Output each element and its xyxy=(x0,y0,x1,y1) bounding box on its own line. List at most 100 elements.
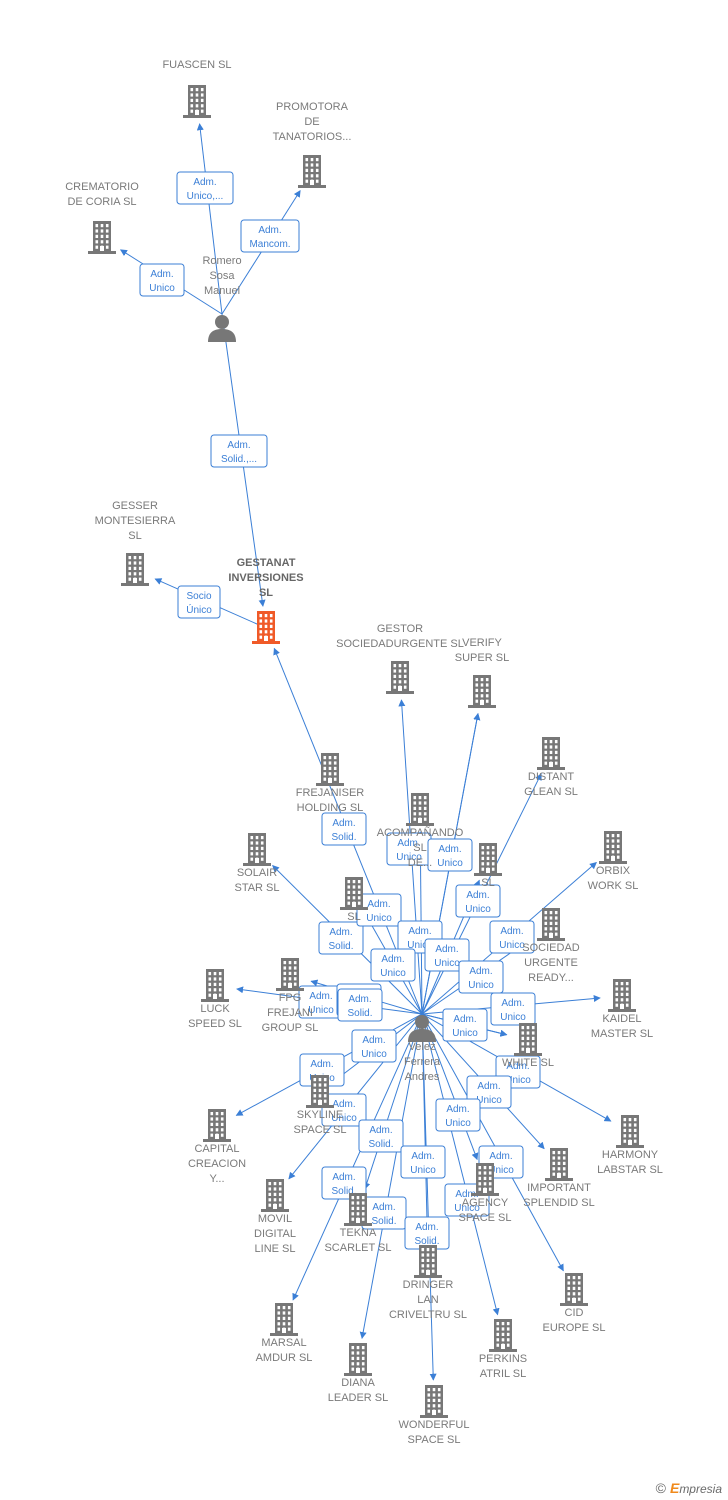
node-label[interactable]: SKYLINE xyxy=(297,1109,343,1121)
node-label[interactable]: GESTANAT xyxy=(237,557,296,569)
node-label[interactable]: SUPER SL xyxy=(455,652,509,664)
node-label[interactable]: TANATORIOS... xyxy=(273,131,352,143)
role-label-box[interactable]: Adm.Unico xyxy=(424,938,470,972)
role-label-box[interactable]: Adm.Unico xyxy=(427,838,473,872)
node-label[interactable]: DIANA xyxy=(341,1377,375,1389)
node-label[interactable]: SCARLET SL xyxy=(324,1242,391,1254)
node-capital[interactable]: CAPITALCREACIONY... xyxy=(188,1109,246,1185)
building-icon[interactable] xyxy=(537,908,565,941)
node-label[interactable]: SOLAIR xyxy=(237,867,277,879)
node-label[interactable]: CREACION xyxy=(188,1158,246,1170)
building-icon[interactable] xyxy=(252,611,280,644)
node-sociedad_urgente[interactable]: SOCIEDADURGENTEREADY... xyxy=(522,908,580,984)
building-icon[interactable] xyxy=(599,831,627,864)
node-promotora[interactable]: PROMOTORADETANATORIOS... xyxy=(273,101,352,188)
building-icon[interactable] xyxy=(344,1193,372,1226)
node-label[interactable]: DIGITAL xyxy=(254,1228,296,1240)
node-label[interactable]: Ferrera xyxy=(404,1056,441,1068)
building-icon[interactable] xyxy=(471,1163,499,1196)
building-icon[interactable] xyxy=(316,753,344,786)
node-label[interactable]: HOLDING SL xyxy=(297,802,364,814)
building-icon[interactable] xyxy=(616,1115,644,1148)
node-label[interactable]: DE CORIA SL xyxy=(67,196,136,208)
node-label[interactable]: MOVIL xyxy=(258,1213,292,1225)
node-hidden2[interactable]: SL xyxy=(340,877,368,923)
node-label[interactable]: SL xyxy=(481,877,494,889)
node-label[interactable]: VERIFY xyxy=(462,637,502,649)
node-label[interactable]: WHITE SL xyxy=(502,1057,554,1069)
node-label[interactable]: GLEAN SL xyxy=(524,786,578,798)
node-label[interactable]: IMPORTANT xyxy=(527,1182,591,1194)
role-label-box[interactable]: Adm.Solid. xyxy=(404,1216,450,1250)
role-label-box[interactable]: Adm.Unico xyxy=(489,920,535,954)
building-icon[interactable] xyxy=(340,877,368,910)
role-label-box[interactable]: Adm.Unico xyxy=(455,884,501,918)
role-label-box[interactable]: Adm.Unico xyxy=(386,832,432,866)
role-label-box[interactable]: Adm.Unico xyxy=(351,1029,397,1063)
node-label[interactable]: SPACE SL xyxy=(459,1212,512,1224)
node-label[interactable]: WONDERFUL xyxy=(399,1419,470,1431)
node-label[interactable]: SL xyxy=(347,911,360,923)
node-label[interactable]: HARMONY xyxy=(602,1149,659,1161)
node-label[interactable]: READY... xyxy=(528,972,574,984)
building-icon[interactable] xyxy=(545,1148,573,1181)
node-label[interactable]: LABSTAR SL xyxy=(597,1164,663,1176)
node-label[interactable]: Sosa xyxy=(209,270,235,282)
building-icon[interactable] xyxy=(88,221,116,254)
building-icon[interactable] xyxy=(183,85,211,118)
role-label-box[interactable]: Adm.Unico xyxy=(370,948,416,982)
building-icon[interactable] xyxy=(474,843,502,876)
node-label[interactable]: MARSAL xyxy=(261,1337,306,1349)
node-label[interactable]: FUASCEN SL xyxy=(162,59,231,71)
role-label-box[interactable]: Adm.Solid. xyxy=(318,921,364,955)
node-label[interactable]: GESTOR xyxy=(377,623,423,635)
building-icon[interactable] xyxy=(306,1075,334,1108)
node-frejaniser[interactable]: FREJANISER HOLDING SL xyxy=(296,753,365,814)
building-icon[interactable] xyxy=(468,675,496,708)
node-label[interactable]: INVERSIONES xyxy=(228,572,303,584)
node-label[interactable]: GESSER xyxy=(112,500,158,512)
role-label-box[interactable]: Adm.Solid. xyxy=(337,988,383,1022)
node-label[interactable]: SPEED SL xyxy=(188,1018,242,1030)
node-label[interactable]: SL xyxy=(413,842,426,854)
building-icon[interactable] xyxy=(298,155,326,188)
person-icon[interactable] xyxy=(208,315,236,342)
building-icon[interactable] xyxy=(386,661,414,694)
node-label[interactable]: FREJANI xyxy=(267,1007,313,1019)
node-hidden1[interactable]: SL xyxy=(474,843,502,889)
node-label[interactable]: CID xyxy=(565,1307,584,1319)
node-label[interactable]: FREJANISER xyxy=(296,787,365,799)
node-label[interactable]: Romero xyxy=(202,255,241,267)
node-label[interactable]: ACOMPAÑANDO xyxy=(377,826,464,839)
building-icon[interactable] xyxy=(203,1109,231,1142)
person-icon[interactable] xyxy=(408,1015,436,1042)
role-label-box[interactable]: Adm.Solid. xyxy=(361,1196,407,1230)
building-icon[interactable] xyxy=(243,833,271,866)
node-acompanando[interactable]: ACOMPAÑANDOSLDE... xyxy=(377,793,464,869)
role-label-box[interactable]: Adm.Unico xyxy=(442,1008,488,1042)
node-label[interactable]: ATRIL SL xyxy=(480,1368,526,1380)
node-label[interactable]: AMDUR SL xyxy=(256,1352,313,1364)
building-icon[interactable] xyxy=(414,1245,442,1278)
role-label-box[interactable]: Adm.Solid. xyxy=(321,812,367,846)
node-label[interactable]: CREMATORIO xyxy=(65,181,139,193)
role-label-box[interactable]: Adm.Unico xyxy=(458,960,504,994)
building-icon[interactable] xyxy=(344,1343,372,1376)
building-icon[interactable] xyxy=(121,553,149,586)
role-label-box[interactable]: Adm.Unico xyxy=(490,992,536,1026)
